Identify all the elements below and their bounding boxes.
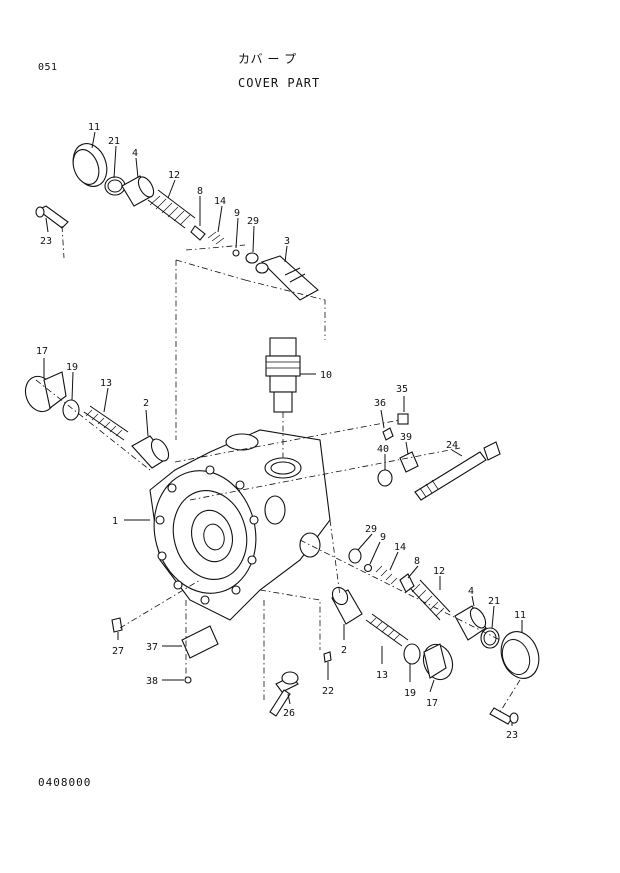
callout-12-upper: 12 <box>168 170 180 181</box>
callout-39: 39 <box>400 432 412 443</box>
callout-9-upper: 9 <box>234 208 240 219</box>
callout-17-upper: 17 <box>36 346 48 357</box>
callout-2-upper: 2 <box>143 398 149 409</box>
callout-24: 24 <box>446 440 458 451</box>
callout-19-upper: 19 <box>66 362 78 373</box>
callout-36: 36 <box>374 398 386 409</box>
callout-14-lower: 14 <box>394 542 406 553</box>
callout-27: 27 <box>112 646 124 657</box>
callout-12-lower: 12 <box>433 566 445 577</box>
upper-cover-assembly <box>35 143 319 301</box>
callout-2-lower: 2 <box>341 645 347 656</box>
right-side-parts <box>377 413 501 501</box>
callout-10: 10 <box>320 370 332 381</box>
callout-13-upper: 13 <box>100 378 112 389</box>
callout-8-lower: 8 <box>414 556 420 567</box>
title-japanese: カバ ー プ <box>238 52 297 66</box>
callout-22: 22 <box>322 686 334 697</box>
callout-17-lower: 17 <box>426 698 438 709</box>
callout-26: 26 <box>283 708 295 719</box>
drawing-number: 0408000 <box>38 776 92 789</box>
callout-23-lower: 23 <box>506 730 518 741</box>
callout-9-lower: 9 <box>380 532 386 543</box>
center-lines <box>35 225 521 713</box>
callout-38: 38 <box>146 676 158 687</box>
callout-37: 37 <box>146 642 158 653</box>
valve-body <box>149 429 331 621</box>
page-number: 051 <box>38 62 58 73</box>
callout-11-lower: 11 <box>514 610 526 621</box>
callout-21-upper: 21 <box>108 136 120 147</box>
callout-29-lower: 29 <box>365 524 377 535</box>
callout-21-lower: 21 <box>488 596 500 607</box>
callout-8-upper: 8 <box>197 186 203 197</box>
left-side-parts <box>24 371 170 469</box>
lower-right-assembly <box>348 548 540 725</box>
relief-cartridge <box>265 337 301 413</box>
callout-1: 1 <box>112 516 118 527</box>
lower-middle-parts <box>111 586 454 717</box>
callout-4-upper: 4 <box>132 148 138 159</box>
title-english: COVER PART <box>238 76 321 90</box>
callout-29-upper: 29 <box>247 216 259 227</box>
callout-40: 40 <box>377 444 389 455</box>
callout-35: 35 <box>396 384 408 395</box>
callout-3: 3 <box>284 236 290 247</box>
leader-lines <box>43 131 523 726</box>
callout-19-lower: 19 <box>404 688 416 699</box>
callout-13-lower: 13 <box>376 670 388 681</box>
callout-labels: 11 21 4 12 8 14 9 29 3 23 10 17 19 13 2 … <box>36 122 526 741</box>
callout-23-upper: 23 <box>40 236 52 247</box>
callout-4-lower: 4 <box>468 586 474 597</box>
callout-11-upper: 11 <box>88 122 100 133</box>
callout-14-upper: 14 <box>214 196 226 207</box>
